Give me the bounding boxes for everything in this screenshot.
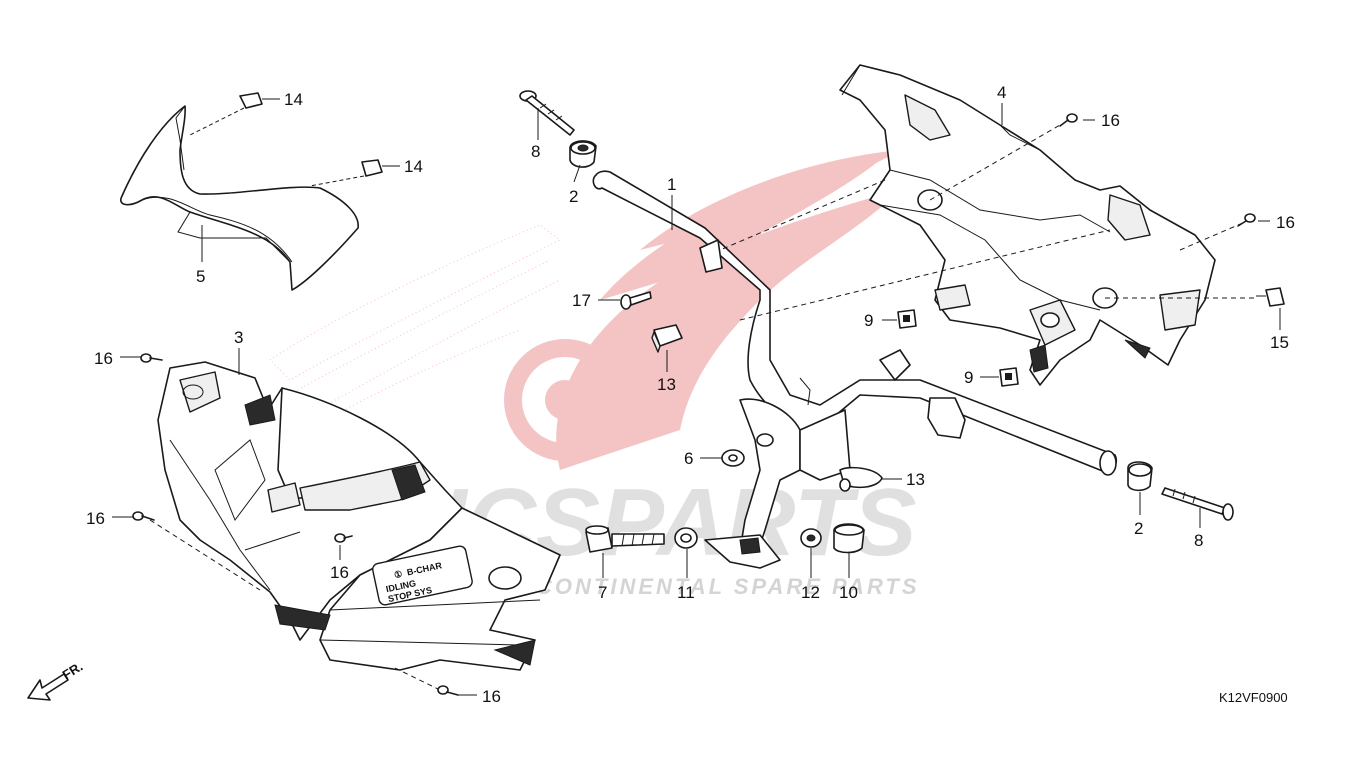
callout-9-a: 9: [864, 311, 873, 330]
callout-2-top: 2: [569, 187, 578, 206]
callout-labels: 1 2 2 3 4 5 6 7 8 8 9 9 10 11 12 13 13 1…: [86, 83, 1295, 706]
part-14-clip-a: [189, 92, 280, 136]
assembly-lines: [149, 124, 1255, 691]
callout-11: 11: [677, 583, 695, 602]
callout-7: 7: [598, 583, 607, 602]
callout-3: 3: [234, 328, 243, 347]
callout-12: 12: [801, 583, 820, 602]
part-8-bolt-top: [519, 90, 575, 136]
part-1-handlebar: [592, 170, 1118, 569]
part-6-washer: [721, 449, 745, 467]
part-14-clip-b: [309, 159, 400, 187]
front-direction-indicator: FR.: [27, 659, 85, 701]
callout-16-a: 16: [94, 349, 113, 368]
part-13-band-lower: [839, 466, 883, 492]
part-11-collar: [674, 527, 698, 549]
callout-14-b: 14: [404, 157, 423, 176]
callout-9-b: 9: [964, 368, 973, 387]
part-10-nut: [833, 523, 865, 554]
part-4-rear-cover: [839, 64, 1216, 386]
part-16-screw-f: [1237, 213, 1256, 227]
decal-logo: ①: [393, 569, 403, 580]
part-13-clip-upper: [651, 324, 683, 353]
part-12-washer: [800, 528, 822, 548]
callout-5: 5: [196, 267, 205, 286]
callout-17: 17: [572, 291, 591, 310]
front-arrow-icon: [27, 673, 69, 701]
part-16-screw-d: [437, 685, 459, 696]
callout-13-lower: 13: [906, 470, 925, 489]
watermark-wing-logo: [504, 150, 900, 470]
callout-16-e: 16: [1101, 111, 1120, 130]
part-16-screw-a: [140, 353, 163, 363]
part-16-screw-b: [132, 511, 155, 521]
part-17-screw: [620, 291, 652, 310]
callout-16-d: 16: [482, 687, 501, 706]
callout-15: 15: [1270, 333, 1289, 352]
callout-16-b: 16: [86, 509, 105, 528]
part-5-inner-cover: [120, 105, 359, 291]
leader-lines: [112, 103, 1281, 696]
part-3-front-cover: ① B-CHAR IDLING STOP SYS: [157, 361, 561, 671]
part-2-grommet-right: [1127, 461, 1153, 492]
part-7-bolt: [585, 525, 665, 553]
part-9-nut-b: [999, 367, 1019, 387]
callout-16-f: 16: [1276, 213, 1295, 232]
drawing-code: K12VF0900: [1219, 690, 1288, 705]
callout-13-upper: 13: [657, 375, 676, 394]
callout-10: 10: [839, 583, 858, 602]
callout-8-right: 8: [1194, 531, 1203, 550]
part-16-screw-e: [1059, 113, 1078, 127]
callout-14-a: 14: [284, 90, 303, 109]
callout-1: 1: [667, 175, 676, 194]
callout-6: 6: [684, 449, 693, 468]
callout-2-right: 2: [1134, 519, 1143, 538]
callout-16-c: 16: [330, 563, 349, 582]
part-16-screw-c: [334, 533, 353, 543]
part-2-grommet-top: [569, 140, 597, 168]
callout-8-top: 8: [531, 142, 540, 161]
part-15-bolt: [1256, 287, 1285, 307]
part-8-bolt-right: [1161, 487, 1234, 521]
callout-4: 4: [997, 83, 1006, 102]
part-9-nut-a: [897, 309, 917, 329]
